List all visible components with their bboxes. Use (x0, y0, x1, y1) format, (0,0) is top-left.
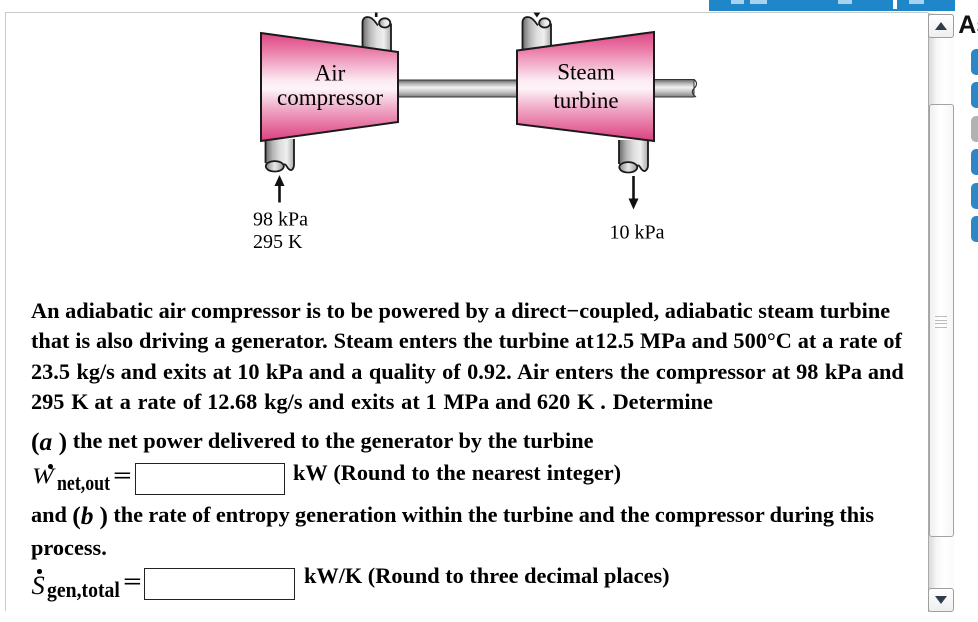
svg-text:compressor: compressor (277, 85, 383, 110)
svg-text:Steam: Steam (557, 60, 615, 85)
svg-text:10 kPa: 10 kPa (610, 222, 665, 244)
svg-text:295 K: 295 K (253, 231, 303, 253)
svg-text:98 kPa: 98 kPa (253, 209, 308, 231)
svg-text:Air: Air (315, 61, 346, 86)
svg-text:turbine: turbine (553, 88, 618, 113)
